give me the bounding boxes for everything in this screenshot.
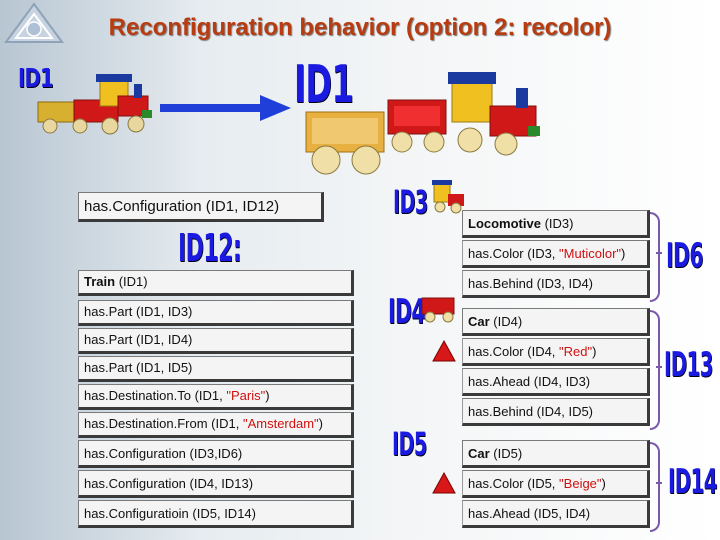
page-title: Reconfiguration behavior (option 2: reco… <box>108 14 612 41</box>
has-behind-row: has.Behind (ID4, ID5) <box>462 398 650 426</box>
has-color-row: has.Color (ID3, "Muticolor") <box>462 240 650 268</box>
car-box: Car (ID4) <box>462 308 650 336</box>
args-label: (ID3) <box>540 216 574 231</box>
group-brace <box>650 442 660 532</box>
args-label: (ID1, ID5) <box>132 360 193 375</box>
args-label: (ID5, <box>523 476 560 491</box>
args-label: ) <box>592 344 597 359</box>
args-label: (ID4) <box>489 314 523 329</box>
args-label: ) <box>265 388 270 403</box>
car-box: Car (ID5) <box>462 440 650 468</box>
toy-train-exploded-image <box>305 72 540 175</box>
predicate-label: has.Configuration <box>84 476 186 491</box>
toy-train-image <box>37 74 152 135</box>
predicate-label: has.Color <box>468 246 524 261</box>
logo-icon <box>4 2 64 43</box>
predicate-label: has.Behind <box>468 404 534 419</box>
args-label: ) <box>621 246 626 261</box>
predicate-label: has.Part <box>84 332 133 347</box>
group-brace <box>650 212 660 302</box>
has-configuration-box: has.Configuration (ID1, ID12) <box>78 192 324 222</box>
args-label: (ID4, ID5) <box>533 404 594 419</box>
has-part-row: has.Part (ID1, ID5) <box>78 356 354 382</box>
args-label: ) <box>601 476 606 491</box>
has-color-row: has.Color (ID4, "Red") <box>462 338 650 366</box>
predicate-label: has.Behind <box>468 276 534 291</box>
args-label: (ID1, <box>207 416 243 431</box>
predicate-label: has.Destination.To <box>84 388 191 403</box>
args-label: (ID1, ID3) <box>132 304 193 319</box>
id6-label: ID6 <box>666 236 704 276</box>
value-label: "Beige" <box>559 476 602 491</box>
predicate-label: has.Color <box>468 476 524 491</box>
value-label: "Paris" <box>226 388 266 403</box>
locomotive-box: Locomotive (ID3) <box>462 210 650 238</box>
has-behind-row: has.Behind (ID3, ID4) <box>462 270 650 298</box>
transition-arrow <box>160 95 291 121</box>
has-part-row: has.Part (ID1, ID4) <box>78 328 354 354</box>
has-part-row: has.Part (ID1, ID3) <box>78 300 354 326</box>
has-ahead-row: has.Ahead (ID5, ID4) <box>462 500 650 528</box>
value-label: "Muticolor" <box>559 246 622 261</box>
args-label: (ID1, ID12) <box>201 198 280 215</box>
class-label: Locomotive <box>468 216 541 231</box>
id3-label: ID3 <box>393 183 428 221</box>
warning-triangle-icon <box>432 340 456 362</box>
id12-label: ID12: <box>178 226 242 270</box>
args-label: (ID4, <box>523 344 560 359</box>
args-label: (ID3, <box>523 246 560 261</box>
has-ahead-row: has.Ahead (ID4, ID3) <box>462 368 650 396</box>
brace-tip <box>656 252 662 254</box>
id1-small-label: ID1 <box>18 64 54 94</box>
predicate-label: has.Destination.From <box>84 416 208 431</box>
args-label: (ID1, ID4) <box>132 332 193 347</box>
args-label: ) <box>318 416 324 431</box>
args-label: (ID3, ID4) <box>533 276 594 291</box>
args-label: (ID4, ID3) <box>530 374 591 389</box>
locomotive-image <box>432 180 464 214</box>
predicate-label: has.Ahead <box>468 506 531 521</box>
id4-label: ID4 <box>388 292 426 332</box>
train-box: Train (ID1) <box>78 270 354 296</box>
id14-label: ID14 <box>668 462 717 502</box>
has-configuration-row: has.Configuratioin (ID5, ID14) <box>78 500 354 528</box>
group-brace <box>650 310 660 430</box>
args-label: (ID5, ID14) <box>188 506 256 521</box>
has-destination-to-row: has.Destination.To (ID1, "Paris") <box>78 384 354 410</box>
predicate-label: has.Color <box>468 344 524 359</box>
id1-large-label: ID1 <box>294 55 354 115</box>
predicate-label: has.Configuratioin <box>84 506 189 521</box>
predicate-label: has.Configuration <box>84 446 186 461</box>
red-car-image <box>421 297 455 323</box>
predicate-label: has.Configuration <box>84 198 202 215</box>
brace-tip <box>656 482 662 484</box>
warning-triangle-icon <box>432 472 456 494</box>
has-configuration-row: has.Configuration (ID3,ID6) <box>78 440 354 468</box>
value-label: "Amsterdam" <box>242 416 319 431</box>
class-label: Train <box>84 274 116 289</box>
args-label: (ID3,ID6) <box>185 446 243 461</box>
value-label: "Red" <box>559 344 593 359</box>
args-label: (ID1) <box>115 274 148 289</box>
has-destination-from-row: has.Destination.From (ID1, "Amsterdam") <box>78 412 354 438</box>
has-configuration-row: has.Configuration (ID4, ID13) <box>78 470 354 498</box>
args-label: (ID1, <box>190 388 227 403</box>
class-label: Car <box>468 446 490 461</box>
args-label: (ID5, ID4) <box>530 506 591 521</box>
brace-tip <box>656 366 662 368</box>
predicate-label: has.Part <box>84 360 133 375</box>
has-color-row: has.Color (ID5, "Beige") <box>462 470 650 498</box>
args-label: (ID5) <box>489 446 523 461</box>
args-label: (ID4, ID13) <box>185 476 254 491</box>
predicate-label: has.Part <box>84 304 133 319</box>
id13-label: ID13 <box>664 345 713 385</box>
class-label: Car <box>468 314 490 329</box>
predicate-label: has.Ahead <box>468 374 531 389</box>
id5-label: ID5 <box>392 425 427 463</box>
